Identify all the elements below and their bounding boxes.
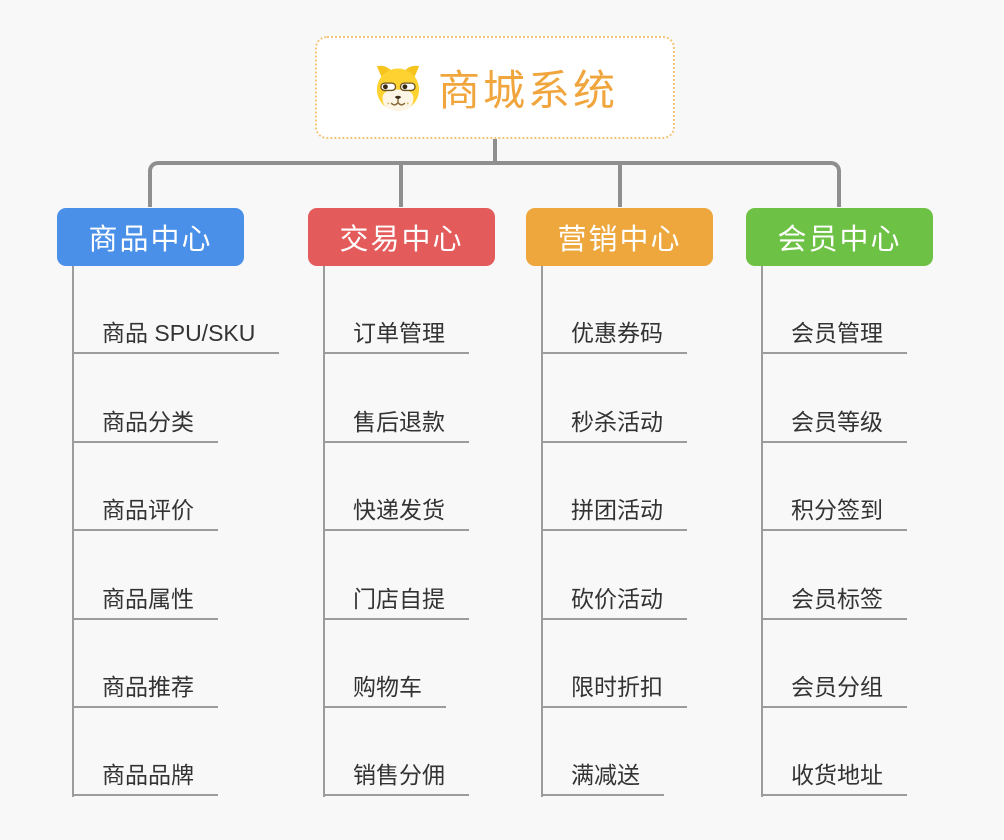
leaf-topic[interactable]: 收货地址	[761, 760, 907, 796]
connector-branch-bar	[148, 161, 841, 207]
branch-spine-0	[72, 266, 74, 797]
leaf-topic[interactable]: 限时折扣	[541, 672, 687, 708]
branch-spine-3	[761, 266, 763, 797]
connector-trunk	[493, 139, 497, 165]
dog-face-icon	[376, 65, 420, 111]
branch-node-0[interactable]: 商品中心	[57, 208, 244, 266]
branch-node-3[interactable]: 会员中心	[746, 208, 933, 266]
leaf-topic[interactable]: 商品推荐	[72, 672, 218, 708]
leaf-topic[interactable]: 积分签到	[761, 495, 907, 531]
branch-node-2[interactable]: 营销中心	[526, 208, 713, 266]
branch-spine-1	[323, 266, 325, 797]
connector-drop-trade	[399, 163, 403, 207]
connector-drop-marketing	[618, 163, 622, 207]
leaf-topic[interactable]: 商品 SPU/SKU	[72, 318, 280, 354]
leaf-topic[interactable]: 会员标签	[761, 584, 907, 620]
leaf-topic[interactable]: 会员等级	[761, 407, 907, 443]
leaf-topic[interactable]: 会员分组	[761, 672, 907, 708]
root-title: 商城系统	[437, 67, 618, 114]
leaf-topic[interactable]: 售后退款	[323, 407, 469, 443]
leaf-topic[interactable]: 秒杀活动	[541, 407, 687, 443]
leaf-topic[interactable]: 砍价活动	[541, 584, 687, 620]
leaf-topic[interactable]: 购物车	[323, 672, 446, 708]
leaf-topic[interactable]: 订单管理	[323, 318, 469, 354]
leaf-topic[interactable]: 商品属性	[72, 584, 218, 620]
leaf-topic[interactable]: 门店自提	[323, 584, 469, 620]
leaf-topic[interactable]: 快递发货	[323, 495, 469, 531]
leaf-topic[interactable]: 拼团活动	[541, 495, 687, 531]
leaf-topic[interactable]: 销售分佣	[323, 760, 469, 796]
leaf-topic[interactable]: 商品评价	[72, 495, 218, 531]
leaf-topic[interactable]: 商品品牌	[72, 760, 218, 796]
leaf-topic[interactable]: 会员管理	[761, 318, 907, 354]
root-node-mall-system[interactable]: 商城系统	[315, 36, 675, 139]
branch-spine-2	[541, 266, 543, 797]
leaf-topic[interactable]: 优惠券码	[541, 318, 687, 354]
branch-node-1[interactable]: 交易中心	[308, 208, 495, 266]
leaf-topic[interactable]: 商品分类	[72, 407, 218, 443]
leaf-topic[interactable]: 满减送	[541, 760, 664, 796]
